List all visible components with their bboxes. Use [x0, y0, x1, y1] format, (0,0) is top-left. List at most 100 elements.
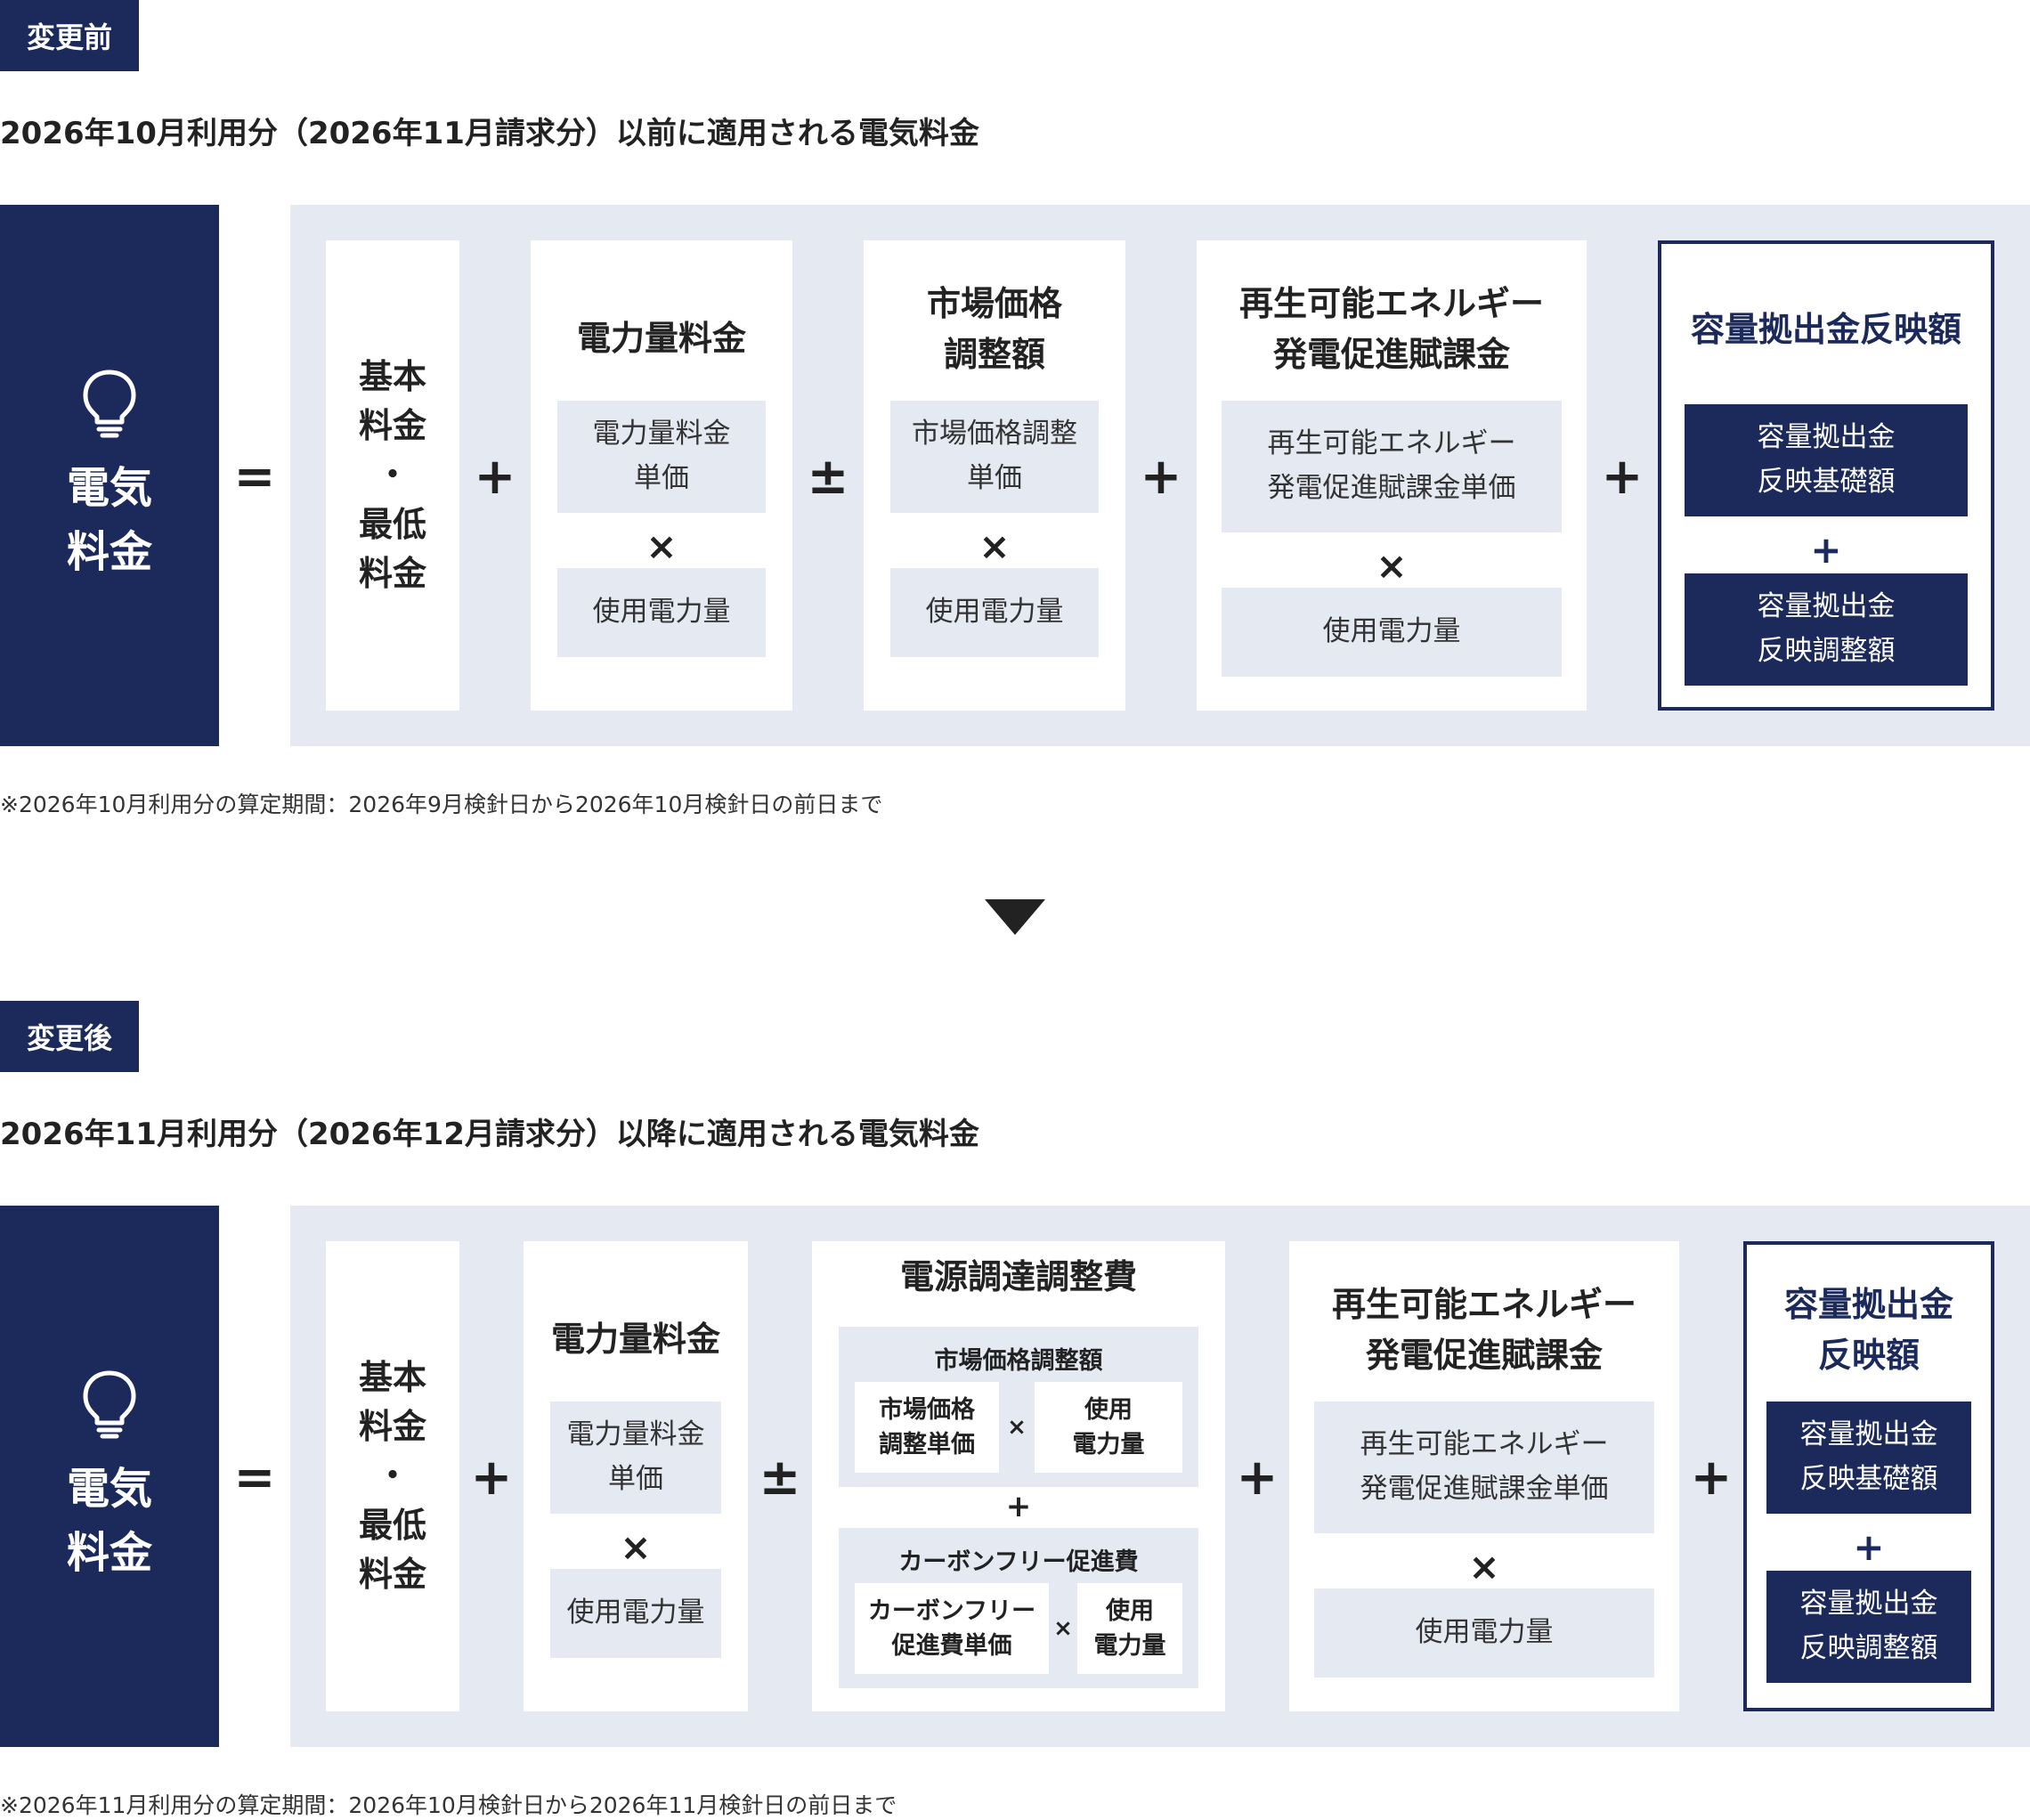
after-energy-unit-2: 単価: [608, 1463, 663, 1495]
after-energy-times: ×: [620, 1525, 652, 1569]
after-carbon-times: ×: [1053, 1615, 1073, 1642]
before-heading: 2026年10月利用分（2026年11月請求分）以前に適用される電気料金: [0, 116, 979, 151]
after-basic-5: 料金: [358, 1554, 426, 1594]
after-market-times: ×: [1007, 1414, 1027, 1441]
before-plus-1: +: [474, 448, 516, 506]
before-market-card: 市場価格 調整額 市場価格調整 単価 × 使用電力量: [864, 240, 1125, 711]
after-renewable-title: 再生可能エネルギー 発電促進賦課金: [1289, 1277, 1679, 1384]
after-electricity-label-box: 電気 料金: [0, 1206, 219, 1747]
before-market-unit-price: 市場価格調整 単価: [890, 401, 1099, 513]
after-market-unit-price: 市場価格 調整単価: [855, 1382, 999, 1473]
after-basic-charge-card: 基本 料金 ・ 最低 料金: [326, 1241, 459, 1711]
before-basic-charge-card: 基本 料金 ・ 最低 料金: [326, 240, 459, 711]
after-market-group-title: 市場価格調整額: [934, 1346, 1103, 1375]
before-basic-1: 基本: [358, 357, 426, 397]
after-renewable-times: ×: [1468, 1545, 1500, 1588]
before-energy-unit-price: 電力量料金 単価: [557, 401, 766, 513]
after-energy-unit-price: 電力量料金 単価: [550, 1402, 721, 1514]
after-market-usage: 使用 電力量: [1035, 1382, 1182, 1473]
before-energy-unit-1: 電力量料金: [592, 418, 731, 451]
before-renewable-usage: 使用電力量: [1222, 588, 1562, 677]
after-capacity-plus: +: [1853, 1525, 1885, 1569]
after-renewable-unit-2: 発電促進賦課金単価: [1360, 1473, 1609, 1505]
before-capacity-title: 容量拠出金反映額: [1690, 309, 1961, 349]
before-electricity-label-box: 電気 料金: [0, 205, 219, 746]
after-capacity-adjust-1: 容量拠出金: [1799, 1588, 1938, 1621]
after-carbon-unit-price: カーボンフリー 促進費単価: [855, 1583, 1049, 1674]
before-basic-2: 料金: [358, 406, 426, 446]
after-basic-1: 基本: [358, 1358, 426, 1398]
after-carbon-usage-2: 電力量: [1093, 1632, 1166, 1660]
before-energy-times: ×: [646, 524, 678, 568]
after-market-group: 市場価格調整額 市場価格 調整単価 × 使用 電力量: [839, 1327, 1198, 1487]
after-market-unit-1: 市場価格: [879, 1395, 975, 1424]
before-capacity-base: 容量拠出金 反映基礎額: [1685, 404, 1968, 516]
after-electricity-label-1: 電気: [66, 1464, 152, 1514]
after-carbon-unit-1: カーボンフリー: [867, 1597, 1036, 1625]
before-basic-5: 料金: [358, 553, 426, 593]
after-capacity-card: 容量拠出金 反映額 容量拠出金 反映基礎額 + 容量拠出金 反映調整額: [1743, 1241, 1994, 1711]
before-energy-unit-2: 単価: [634, 462, 689, 494]
after-basic-2: 料金: [358, 1407, 426, 1447]
before-capacity-adjust-1: 容量拠出金: [1757, 590, 1896, 623]
before-capacity-card: 容量拠出金反映額 容量拠出金 反映基礎額 + 容量拠出金 反映調整額: [1658, 240, 1994, 711]
after-energy-usage: 使用電力量: [550, 1569, 721, 1658]
after-carbon-usage: 使用 電力量: [1077, 1583, 1182, 1674]
after-capacity-base: 容量拠出金 反映基礎額: [1766, 1402, 1971, 1514]
after-capacity-title: 容量拠出金 反映額: [1747, 1277, 1991, 1384]
after-renewable-card: 再生可能エネルギー 発電促進賦課金 再生可能エネルギー 発電促進賦課金単価 × …: [1289, 1241, 1679, 1711]
after-renewable-title-2: 発電促進賦課金: [1365, 1336, 1603, 1375]
before-energy-title: 電力量料金: [576, 318, 746, 358]
before-plus-2: +: [1140, 448, 1182, 506]
before-basic-4: 最低: [358, 504, 426, 544]
after-plus-3: +: [1690, 1449, 1733, 1507]
after-source-adjust-card: 電源調達調整費 市場価格調整額 市場価格 調整単価 × 使用 電力量 + カーボ…: [812, 1241, 1225, 1711]
after-equals: =: [233, 1449, 276, 1507]
before-market-title-2: 調整額: [943, 335, 1045, 374]
after-electricity-label-2: 料金: [66, 1528, 152, 1578]
before-capacity-base-2: 反映基礎額: [1757, 466, 1896, 498]
before-equals: =: [233, 448, 276, 506]
before-basic-3: ・: [375, 455, 410, 495]
after-carbon-group-title: カーボンフリー促進費: [898, 1548, 1139, 1576]
before-renewable-unit-2: 発電促進賦課金単価: [1267, 472, 1516, 504]
before-plus-minus: ±: [807, 448, 849, 506]
before-market-title-1: 市場価格: [926, 284, 1062, 323]
before-capacity-base-1: 容量拠出金: [1757, 421, 1896, 454]
after-market-unit-2: 調整単価: [879, 1431, 975, 1458]
after-capacity-adjust-2: 反映調整額: [1799, 1632, 1938, 1664]
before-capacity-adjust-2: 反映調整額: [1757, 635, 1896, 667]
before-renewable-title: 再生可能エネルギー 発電促進賦課金: [1197, 276, 1587, 383]
triangle-down-icon: [985, 899, 1045, 935]
before-energy-usage: 使用電力量: [557, 568, 766, 657]
after-carbon-unit-2: 促進費単価: [891, 1632, 1012, 1660]
before-renewable-title-1: 再生可能エネルギー: [1238, 284, 1544, 323]
after-capacity-title-1: 容量拠出金: [1783, 1285, 1953, 1324]
after-basic-3: ・: [375, 1456, 410, 1496]
after-renewable-unit-1: 再生可能エネルギー: [1360, 1428, 1609, 1461]
after-source-plus: +: [1005, 1489, 1032, 1524]
after-plus-2: +: [1236, 1449, 1279, 1507]
after-carbon-group: カーボンフリー促進費 カーボンフリー 促進費単価 × 使用 電力量: [839, 1528, 1198, 1688]
after-market-usage-2: 電力量: [1072, 1431, 1145, 1458]
before-plus-3: +: [1601, 448, 1644, 506]
after-basic-4: 最低: [358, 1505, 426, 1545]
before-note: ※2026年10月利用分の算定期間：2026年9月検針日から2026年10月検針…: [0, 792, 883, 817]
after-energy-card: 電力量料金 電力量料金 単価 × 使用電力量: [524, 1241, 748, 1711]
after-energy-unit-1: 電力量料金: [566, 1418, 705, 1451]
after-renewable-usage: 使用電力量: [1314, 1588, 1654, 1678]
before-renewable-unit-1: 再生可能エネルギー: [1267, 427, 1516, 460]
before-market-title: 市場価格 調整額: [864, 276, 1125, 383]
before-renewable-card: 再生可能エネルギー 発電促進賦課金 再生可能エネルギー 発電促進賦課金単価 × …: [1197, 240, 1587, 711]
after-capacity-adjust: 容量拠出金 反映調整額: [1766, 1571, 1971, 1683]
before-market-unit-1: 市場価格調整: [912, 418, 1077, 451]
after-carbon-usage-1: 使用: [1106, 1597, 1154, 1625]
before-capacity-adjust: 容量拠出金 反映調整額: [1685, 573, 1968, 686]
after-capacity-title-2: 反映額: [1817, 1336, 1920, 1375]
before-market-times: ×: [978, 524, 1011, 568]
after-plus-1: +: [470, 1449, 513, 1507]
before-renewable-unit-price: 再生可能エネルギー 発電促進賦課金単価: [1222, 401, 1562, 532]
before-tag: 変更前: [0, 0, 139, 71]
after-plus-minus: ±: [759, 1449, 801, 1507]
after-source-title: 電源調達調整費: [899, 1256, 1137, 1296]
